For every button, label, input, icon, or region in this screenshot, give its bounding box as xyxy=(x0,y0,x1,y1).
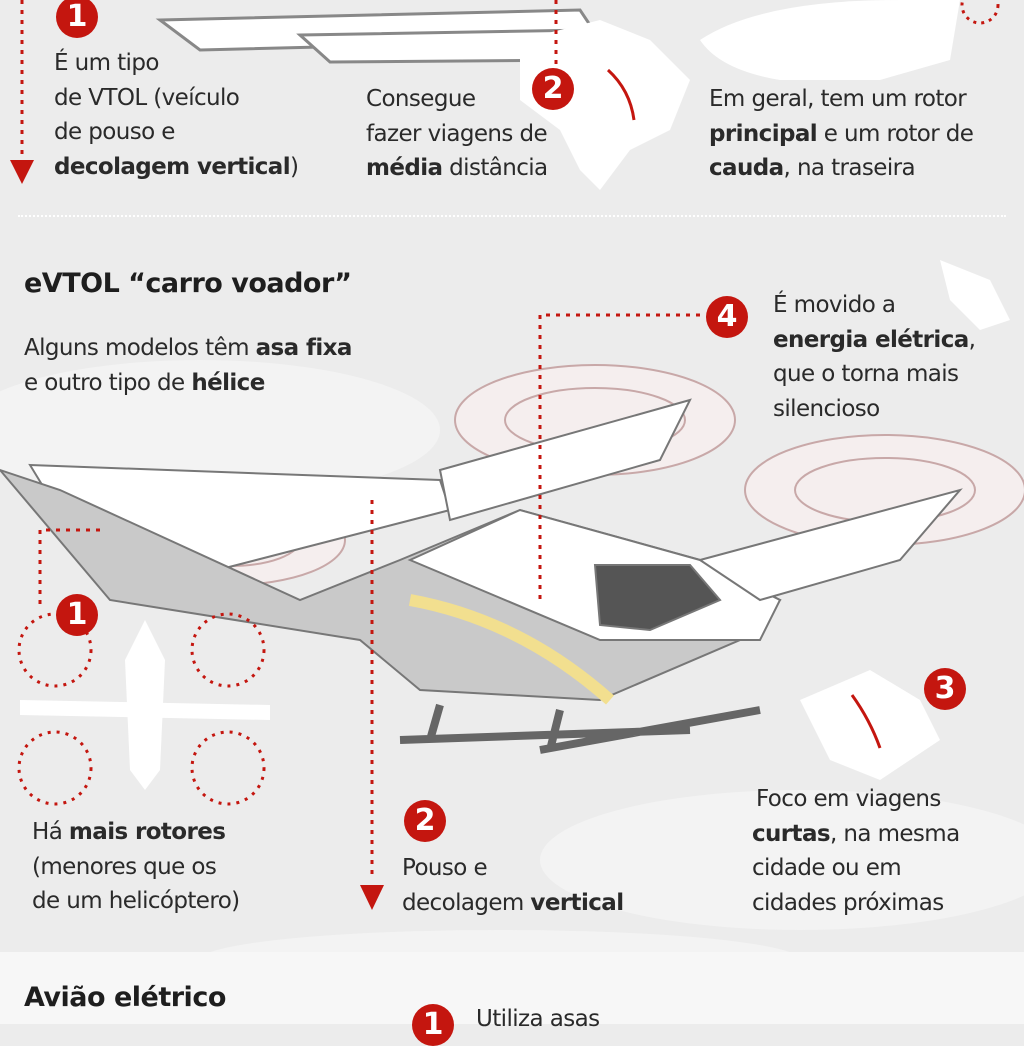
text: e outro tipo de xyxy=(24,369,192,396)
line: Pouso e xyxy=(402,855,488,881)
bold: asa fixa xyxy=(255,335,353,361)
bold: curtas xyxy=(752,820,831,847)
badge-1: 1 xyxy=(56,594,98,636)
text: , na traseira xyxy=(783,155,916,181)
text: , na mesma xyxy=(829,820,960,847)
heli-point-2: Consegue fazer viagens de média distânci… xyxy=(366,82,548,186)
badge-3: 3 xyxy=(924,668,966,710)
line: Foco em viagens xyxy=(756,786,941,812)
text: Alguns modelos têm xyxy=(24,335,256,361)
evtol-top-view xyxy=(17,612,270,806)
bold: mais rotores xyxy=(68,819,226,845)
badge-1: 1 xyxy=(412,1004,454,1046)
brazil-map-shape xyxy=(520,20,690,190)
distance-arrow-icon xyxy=(850,694,882,749)
text: decolagem xyxy=(402,889,531,916)
bold: vertical xyxy=(530,889,624,916)
arrow-down-icon xyxy=(10,160,34,184)
badge-2: 2 xyxy=(404,800,446,842)
line: cidade ou em xyxy=(752,855,902,881)
line: É um tipo xyxy=(54,50,159,76)
text: Há xyxy=(32,819,69,845)
bold: hélice xyxy=(191,369,265,396)
evtol-intro: Alguns modelos têm asa fixa e outro tipo… xyxy=(24,331,352,400)
line: Em geral, tem um rotor xyxy=(709,86,967,112)
line: fazer viagens de xyxy=(366,120,548,147)
text: ) xyxy=(290,153,299,180)
bold: média xyxy=(366,155,443,181)
evtol-point-1: Há mais rotores (menores que os de um he… xyxy=(32,815,240,919)
bold: principal xyxy=(709,120,818,147)
plug-icon xyxy=(940,260,1010,330)
evtol-point-2: Pouso e decolagem vertical xyxy=(402,851,624,920)
heli-point-1: É um tipo de VTOL (veículo de pouso e de… xyxy=(54,46,299,184)
helicopter-silhouette xyxy=(700,0,960,80)
electric-plane-section: Avião elétrico 1 Utiliza asas xyxy=(0,952,1024,1046)
evtol-aircraft xyxy=(0,398,963,754)
badge-4: 4 xyxy=(706,296,748,338)
line: É movido a xyxy=(773,292,896,318)
text: e um rotor de xyxy=(817,120,974,147)
bold: energia elétrica xyxy=(773,326,969,353)
evtol-title: eVTOL “carro voador” xyxy=(24,268,352,299)
bold: decolagem vertical xyxy=(54,153,291,180)
evtol-point-3: Foco em viagens curtas, na mesma cidade … xyxy=(752,782,960,920)
badge-2: 2 xyxy=(532,68,574,110)
line: (menores que os xyxy=(32,853,217,880)
bold: cauda xyxy=(709,155,784,181)
rotor-dotted-circle xyxy=(960,0,1000,25)
line: de um helicóptero) xyxy=(32,888,240,914)
distance-arrow-icon xyxy=(606,68,636,121)
illustration-layer xyxy=(0,0,1024,910)
badge-1: 1 xyxy=(56,0,98,38)
heli-point-3: Em geral, tem um rotor principal e um ro… xyxy=(709,82,974,186)
line: cidades próximas xyxy=(752,889,944,916)
plane-point-1: Utiliza asas xyxy=(476,1006,600,1032)
electric-plane-title: Avião elétrico xyxy=(24,982,226,1013)
evtol-point-4: É movido a energia elétrica, que o torna… xyxy=(773,288,976,426)
line: de pouso e xyxy=(54,119,175,145)
line: que o torna mais xyxy=(773,361,959,387)
section-divider xyxy=(18,215,1006,217)
arrow-down-icon xyxy=(360,885,384,910)
text: , xyxy=(968,326,976,353)
line: silencioso xyxy=(773,395,880,422)
line: Consegue xyxy=(366,86,476,112)
text: distância xyxy=(442,155,548,181)
line: de VTOL (veículo xyxy=(54,84,240,111)
